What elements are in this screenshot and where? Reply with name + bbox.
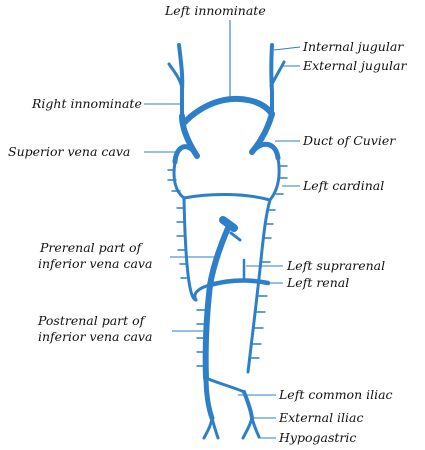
- left-iliac-trunk: [242, 390, 254, 420]
- label-external-jugular: External jugular: [302, 58, 407, 73]
- label-duct-of-cuvier: Duct of Cuvier: [302, 133, 396, 148]
- left-lower-cardinal-vein: [246, 248, 264, 374]
- duct-of-cuvier-vein: [249, 141, 281, 161]
- postrenal-inferior-vena-cava: [202, 282, 213, 381]
- label-hypogastric: Hypogastric: [278, 430, 356, 445]
- left-jugular-branch: [269, 60, 286, 88]
- left-cardinal-vein: [260, 156, 281, 252]
- label-left-cardinal: Left cardinal: [302, 178, 384, 193]
- hepatic-end: [219, 216, 238, 232]
- superior-vena-cava-curve: [172, 144, 200, 165]
- prerenal-inferior-vena-cava: [207, 225, 231, 288]
- labels: Left innominate Internal jugular Externa…: [8, 3, 407, 445]
- intersegmental-twigs-left: [250, 165, 288, 359]
- left-common-iliac-vein: [204, 376, 246, 394]
- right-lower-cardinal: [182, 196, 198, 302]
- venous-system-drawing: [167, 43, 288, 440]
- label-prerenal-line2: inferior vena cava: [38, 256, 152, 271]
- label-left-renal: Left renal: [286, 275, 349, 290]
- right-hypogastric: [210, 416, 220, 440]
- right-external-iliac: [202, 416, 214, 440]
- left-hypogastric-vein: [250, 416, 261, 439]
- label-left-common-iliac: Left common iliac: [278, 387, 393, 402]
- left-renal-vein: [207, 278, 271, 288]
- leader-internal-jugular: [273, 46, 301, 51]
- right-jugular-branch: [167, 62, 184, 90]
- right-jugular-vein: [177, 43, 185, 118]
- label-postrenal-line1: Postrenal part of: [37, 313, 147, 328]
- label-internal-jugular: Internal jugular: [302, 39, 404, 54]
- leader-lines: [144, 20, 301, 439]
- left-innominate-vein: [180, 95, 275, 127]
- label-right-innominate: Right innominate: [31, 96, 142, 111]
- label-prerenal-line1: Prerenal part of: [39, 240, 144, 255]
- label-superior-vena-cava: Superior vena cava: [8, 144, 130, 159]
- left-jugular-vein: [269, 43, 274, 116]
- intersegmental-twigs-right: [167, 169, 206, 367]
- right-iliac-vein: [203, 375, 215, 421]
- label-postrenal-line2: inferior vena cava: [38, 329, 152, 344]
- label-external-iliac: External iliac: [278, 410, 364, 425]
- cardinal-anastomosis: [182, 193, 272, 202]
- hepatic-branch: [229, 231, 242, 242]
- label-left-suprarenal: Left suprarenal: [286, 258, 385, 273]
- label-left-innominate: Left innominate: [164, 3, 266, 18]
- right-cardinal-vein: [172, 160, 186, 200]
- left-external-iliac-vein: [241, 416, 254, 440]
